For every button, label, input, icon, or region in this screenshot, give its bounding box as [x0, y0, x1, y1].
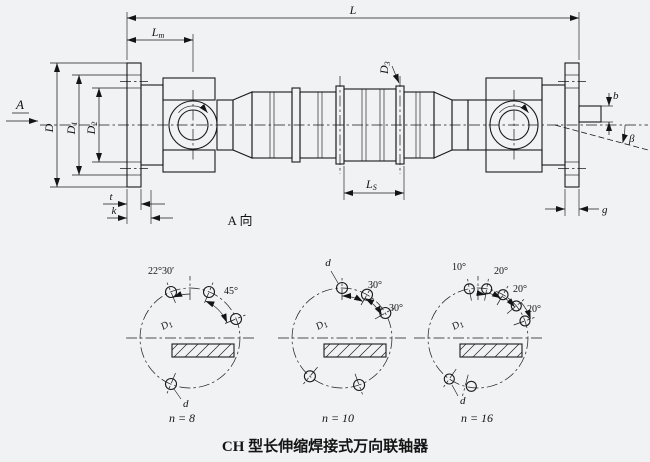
dim-label-L: L [349, 3, 357, 17]
section-hatch [171, 343, 235, 358]
bolt-hole [229, 312, 243, 326]
angle-label: 30° [368, 280, 382, 291]
bolt-circle-diameter-label: D1 [449, 317, 466, 334]
angle-label: 20° [494, 266, 508, 277]
dim-D1: D1 [64, 74, 127, 176]
bolt-circle-diameter-label: D1 [313, 317, 330, 334]
dim-label-D1: D1 [64, 122, 79, 136]
bolt-circle [291, 287, 393, 389]
bolt-hole [202, 285, 216, 299]
dim-label-Ls: LS [365, 177, 377, 192]
angle-label: 45° [224, 286, 238, 297]
bolt-hole [463, 283, 475, 295]
dim-label-beta: β [628, 133, 635, 145]
hole-count-label: n = 16 [461, 411, 493, 425]
dim-label-D3: D3 [377, 61, 392, 75]
bolt-hole [481, 283, 493, 295]
angle-label: 30° [389, 303, 403, 314]
dim-Lm: Lm [127, 25, 194, 72]
dim-D: D [42, 62, 127, 188]
dim-label-g: g [602, 204, 608, 216]
angle-label: 10° [452, 262, 466, 273]
section-hatch [459, 343, 523, 358]
section-hatch [323, 343, 387, 358]
dim-label-Lm: Lm [151, 25, 165, 40]
bolt-hole [303, 370, 316, 383]
dim-label-b: b [613, 90, 619, 102]
bolt-circle [139, 287, 241, 389]
hole-diameter-label: d [325, 257, 331, 269]
angle-label: 22°30′ [148, 266, 174, 277]
right-universal-joint [489, 90, 539, 160]
bolt-circle [427, 287, 529, 389]
flange-pattern-n10: 30° 30° d D1 n = 10 [278, 257, 406, 425]
dim-g: g [545, 189, 608, 216]
dim-beta: β [554, 124, 649, 151]
view-a-arrow: A [6, 97, 38, 124]
bolt-hole [353, 378, 366, 392]
bolt-hole [443, 373, 455, 385]
angle-label: 20° [527, 304, 541, 315]
flange-pattern-n16: 10° 20° 20° 20° D1 d n = 16 [414, 262, 542, 425]
bolt-circle-diameter-label: D1 [158, 317, 175, 334]
bolt-hole [164, 377, 178, 391]
dim-t: t [103, 189, 165, 210]
hole-count-label: n = 8 [169, 411, 195, 425]
bolt-hole [465, 380, 477, 392]
shaft-assembly-drawing: L Lm D D1 D2 D3 [6, 3, 649, 224]
shaft-stub [578, 105, 602, 123]
hole-diameter-label: d [460, 395, 466, 407]
dim-D2: D2 [84, 87, 127, 163]
dim-label-D2: D2 [84, 122, 99, 136]
left-universal-joint [168, 90, 218, 160]
right-flange [558, 62, 602, 188]
angle-label: 20° [513, 284, 527, 295]
hole-count-label: n = 10 [322, 411, 354, 425]
dim-b: b [601, 90, 619, 135]
dim-k: k [107, 190, 173, 224]
dim-label-k: k [112, 205, 118, 217]
dim-label-D: D [42, 123, 56, 133]
dim-Ls: LS [343, 166, 405, 200]
dim-L: L [126, 3, 580, 60]
drawing-caption: CH 型长伸缩焊接式万向联轴器 [222, 437, 429, 455]
view-a-label: A 向 [228, 213, 253, 228]
flange-pattern-n8: 22°30′ 45° D1 d n = 8 [126, 266, 254, 425]
dim-D3: D3 [377, 61, 400, 84]
dim-label-t: t [109, 191, 113, 203]
view-a-letter: A [15, 97, 24, 112]
hole-diameter-label: d [183, 398, 189, 410]
